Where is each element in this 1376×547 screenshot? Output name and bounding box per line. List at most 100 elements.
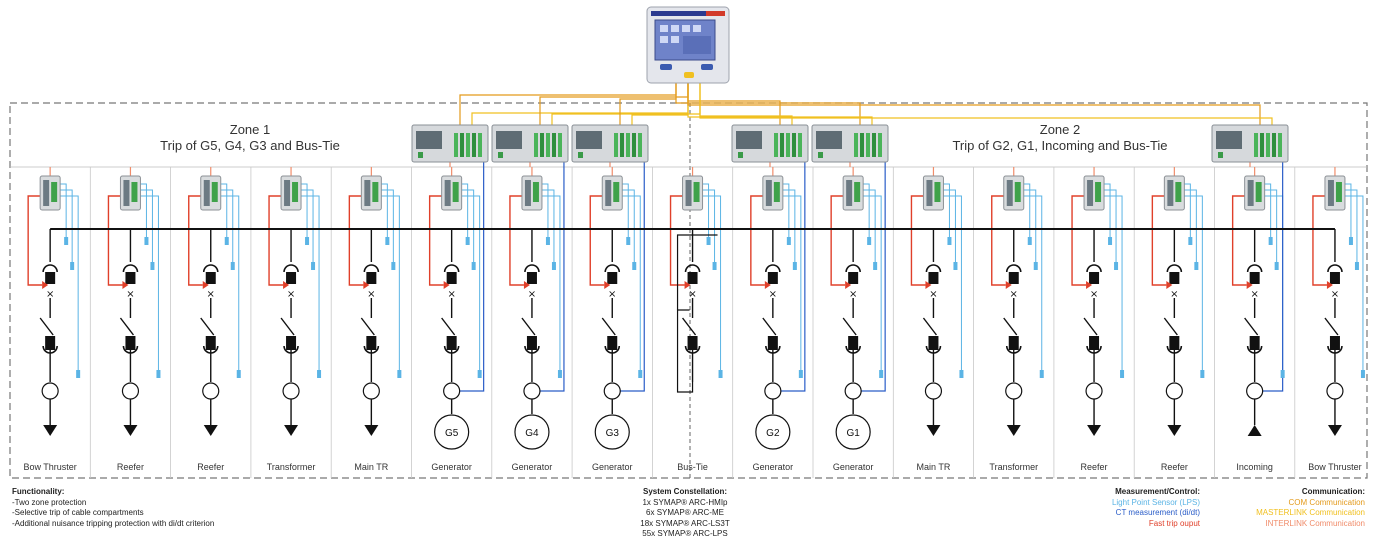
lps-wire [461,195,481,370]
ls3t-panel [364,180,371,206]
lps-wire [381,183,388,237]
trip-wire [107,195,123,286]
lps-sensor [385,237,390,245]
zone-2-name: Zone 2 [1039,122,1081,137]
lps-sensor [1200,370,1205,378]
breaker-block [1169,272,1180,284]
switch-blade [441,317,456,336]
lps-sensor [879,370,884,378]
trip-arrow [523,281,530,289]
arc-me-terminal [786,133,790,157]
arc-me-terminal [872,133,876,157]
breaker-block [928,336,939,350]
breaker-x: × [1010,289,1018,300]
feeder-label: Reefer [1160,462,1188,472]
ls3t-terminals [131,182,138,202]
load-arrow [1327,425,1342,436]
lps-sensor [150,262,155,270]
ls3t-terminals [51,182,58,202]
trip-arrow [1086,281,1093,289]
ls3t-panel [846,180,853,206]
lps-sensor [1108,237,1113,245]
masterlink-link [699,83,793,125]
current-transformer [282,382,300,400]
ls3t-panel [1087,180,1094,206]
arc-me-display [736,131,762,149]
lps-sensor [1114,262,1119,270]
current-transformer [202,382,220,400]
feeder-label: Generator [752,462,794,472]
functionality-item: -Selective trip of cable compartments [12,508,144,517]
breaker-x: × [608,289,616,300]
lps-sensor [786,237,791,245]
trip-arrow [604,281,611,289]
trip-wire [830,195,846,286]
system-item: 1x SYMAP® ARC-HMIp [642,497,728,507]
communication-legend: Communication: COM Communication MASTERL… [1205,487,1365,529]
breaker-block [45,336,56,350]
arc-me-terminal [780,133,784,157]
load-arrow [43,425,58,436]
communication-com: COM Communication [1288,497,1365,507]
breaker-x: × [1250,289,1258,300]
switch-blade [681,317,697,336]
lps-wire [622,183,629,237]
arc-me-terminal [552,133,556,157]
arc-me-led [418,152,423,158]
breaker-block [205,272,216,284]
switch-blade [1083,317,1098,336]
ls3t-panel [605,180,612,206]
generator-symbol [434,414,470,450]
trip-wire [509,195,524,286]
lps-wire [1104,195,1123,370]
breaker-x: × [1090,289,1098,300]
lps-sensor [1027,237,1032,245]
lps-wire [381,189,394,262]
load-arrow [926,425,941,436]
lps-sensor [471,262,476,270]
load-arrow [203,425,218,436]
arc-me-terminal [866,133,870,157]
switch-blade [1003,317,1018,336]
feeder-label: Generator [511,462,553,472]
switch-blade [922,317,938,336]
breaker-block [1329,272,1340,284]
breaker-block [366,272,377,284]
switch-blade [842,317,857,336]
communication-masterlink: MASTERLINK Communication [1256,508,1365,517]
switch-blade [762,317,777,336]
arc-me-terminal [878,133,882,157]
lps-sensor [1120,370,1125,378]
trip-arrow [42,281,49,289]
lps-sensor [465,237,470,245]
feeder-label: Reefer [116,462,144,472]
lps-sensor [317,370,322,378]
switch-blade [280,317,295,336]
lps-sensor [1274,262,1279,270]
ls3t-terminals [211,182,218,202]
hmi-panel [646,6,730,84]
lps-sensor [545,237,550,245]
lps-sensor [798,370,803,378]
breaker-block [446,272,457,284]
lps-sensor [144,237,149,245]
breaker-block [1008,336,1019,350]
lps-sensor [1194,262,1199,270]
plug-connector [443,264,460,273]
plug-connector [524,264,540,273]
current-transformer [443,382,461,400]
plug-connector [363,264,380,273]
feeder-label: Generator [431,462,472,472]
breaker-block [446,336,457,350]
lps-sensor [947,237,952,245]
breaker-x: × [207,289,215,300]
lps-sensor [224,237,229,245]
breaker-block [848,272,859,284]
arc-me-terminal [638,133,642,157]
ls3t-terminals [1014,182,1021,202]
lps-sensor [477,370,482,378]
trip-arrow [202,281,209,289]
lps-wire [863,189,876,262]
trip-arrow [122,281,129,289]
arc-me-display [1216,131,1242,149]
